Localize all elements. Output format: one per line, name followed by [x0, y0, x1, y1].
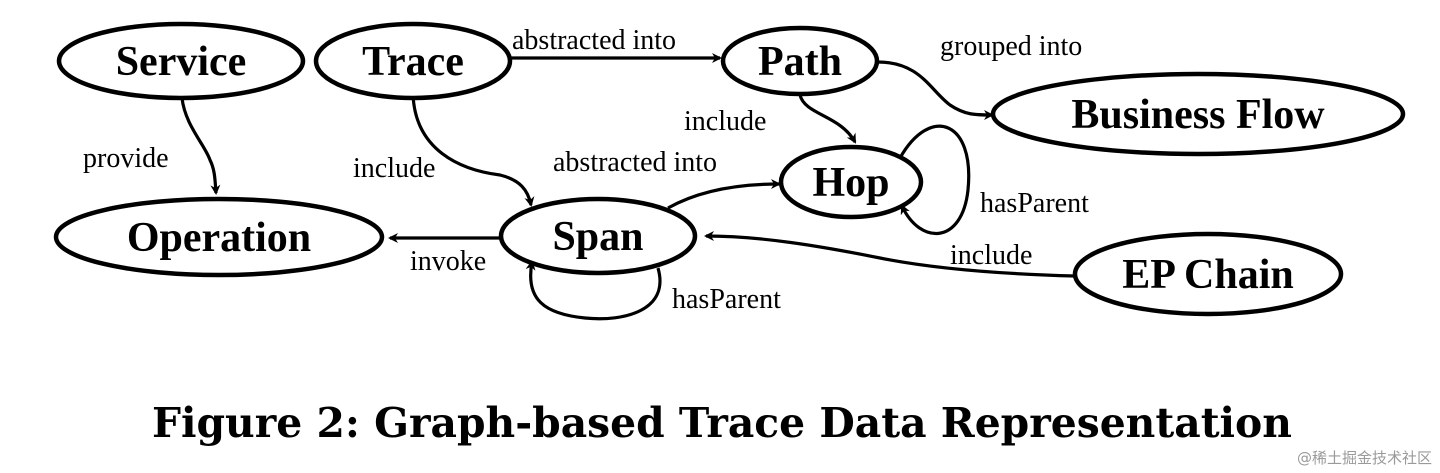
edge-path-to-business-flow	[877, 60, 994, 120]
node-trace-label: Trace	[362, 39, 464, 85]
node-business-flow: Business Flow	[990, 71, 1406, 157]
node-path: Path	[720, 25, 880, 97]
node-hop: Hop	[778, 144, 924, 220]
label-trace-to-span: include	[353, 153, 435, 184]
node-hop-label: Hop	[812, 160, 889, 206]
label-trace-to-path: abstracted into	[512, 25, 676, 56]
node-service: Service	[56, 21, 306, 101]
node-ep-chain: EP Chain	[1072, 231, 1344, 317]
node-span: Span	[498, 196, 698, 276]
label-service-to-operation: provide	[83, 143, 169, 174]
label-ep-chain-to-span: include	[950, 240, 1032, 271]
label-path-to-hop: include	[684, 106, 766, 137]
node-business-flow-label: Business Flow	[1071, 92, 1325, 138]
node-span-label: Span	[552, 214, 643, 260]
edge-span-to-hop	[667, 179, 781, 210]
edge-ep-chain-to-span	[704, 231, 1076, 278]
node-ep-chain-label: EP Chain	[1122, 252, 1294, 298]
label-hop-self: hasParent	[980, 188, 1089, 219]
node-path-label: Path	[758, 39, 842, 85]
edge-service-to-operation	[180, 97, 221, 195]
edge-span-self-loop	[525, 260, 662, 321]
node-trace: Trace	[313, 21, 513, 101]
node-service-label: Service	[116, 39, 247, 85]
edges	[180, 53, 1076, 321]
label-span-to-hop: abstracted into	[553, 147, 717, 178]
node-operation-label: Operation	[127, 215, 311, 261]
label-span-to-operation: invoke	[410, 246, 486, 277]
label-path-to-business-flow: grouped into	[940, 31, 1082, 62]
edge-hop-self-loop	[898, 124, 971, 235]
label-span-self: hasParent	[672, 284, 781, 315]
edge-labels: abstracted into grouped into include pro…	[83, 25, 1089, 315]
watermark: @稀土掘金技术社区	[1297, 449, 1432, 467]
edge-path-to-hop	[798, 94, 857, 144]
figure-caption: Figure 2: Graph-based Trace Data Represe…	[152, 399, 1292, 447]
nodes: Service Trace Path Business Flow Hop Ope…	[53, 21, 1406, 317]
edge-trace-to-span	[411, 93, 535, 207]
node-operation: Operation	[53, 196, 385, 278]
